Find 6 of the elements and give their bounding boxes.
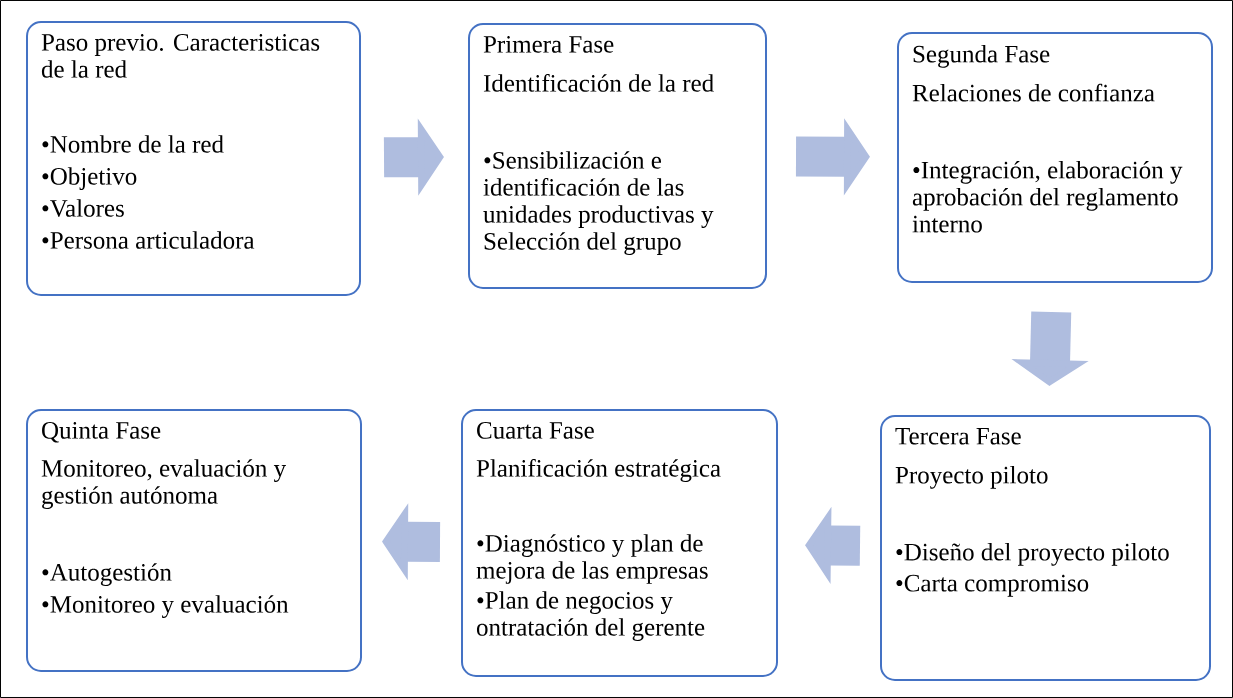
process-box: Quinta Fase Monitoreo, evaluación y gestión autónoma •Autogestión •Monitoreo y evaluación xyxy=(26,409,362,672)
process-box: Primera Fase Identificación de la red •Sensibilización e identificación de las unidades productivas y Selección del grupo xyxy=(468,23,767,289)
process-box: Tercera Fase Proyecto piloto •Diseño del proyecto piloto •Carta compromiso xyxy=(880,415,1211,681)
process-box: Paso previo. Caracteristicas de la red •Nombre de la red •Objetivo •Valores •Persona articuladora xyxy=(26,21,361,296)
process-box: Cuarta Fase Planificación estratégica •Diagnóstico y plan de mejora de las empresas •Plan de negocios y ontratación del gerente xyxy=(461,409,778,677)
process-box: Segunda Fase Relaciones de confianza •Integración, elaboración y aprobación del reglamento interno xyxy=(897,32,1213,283)
